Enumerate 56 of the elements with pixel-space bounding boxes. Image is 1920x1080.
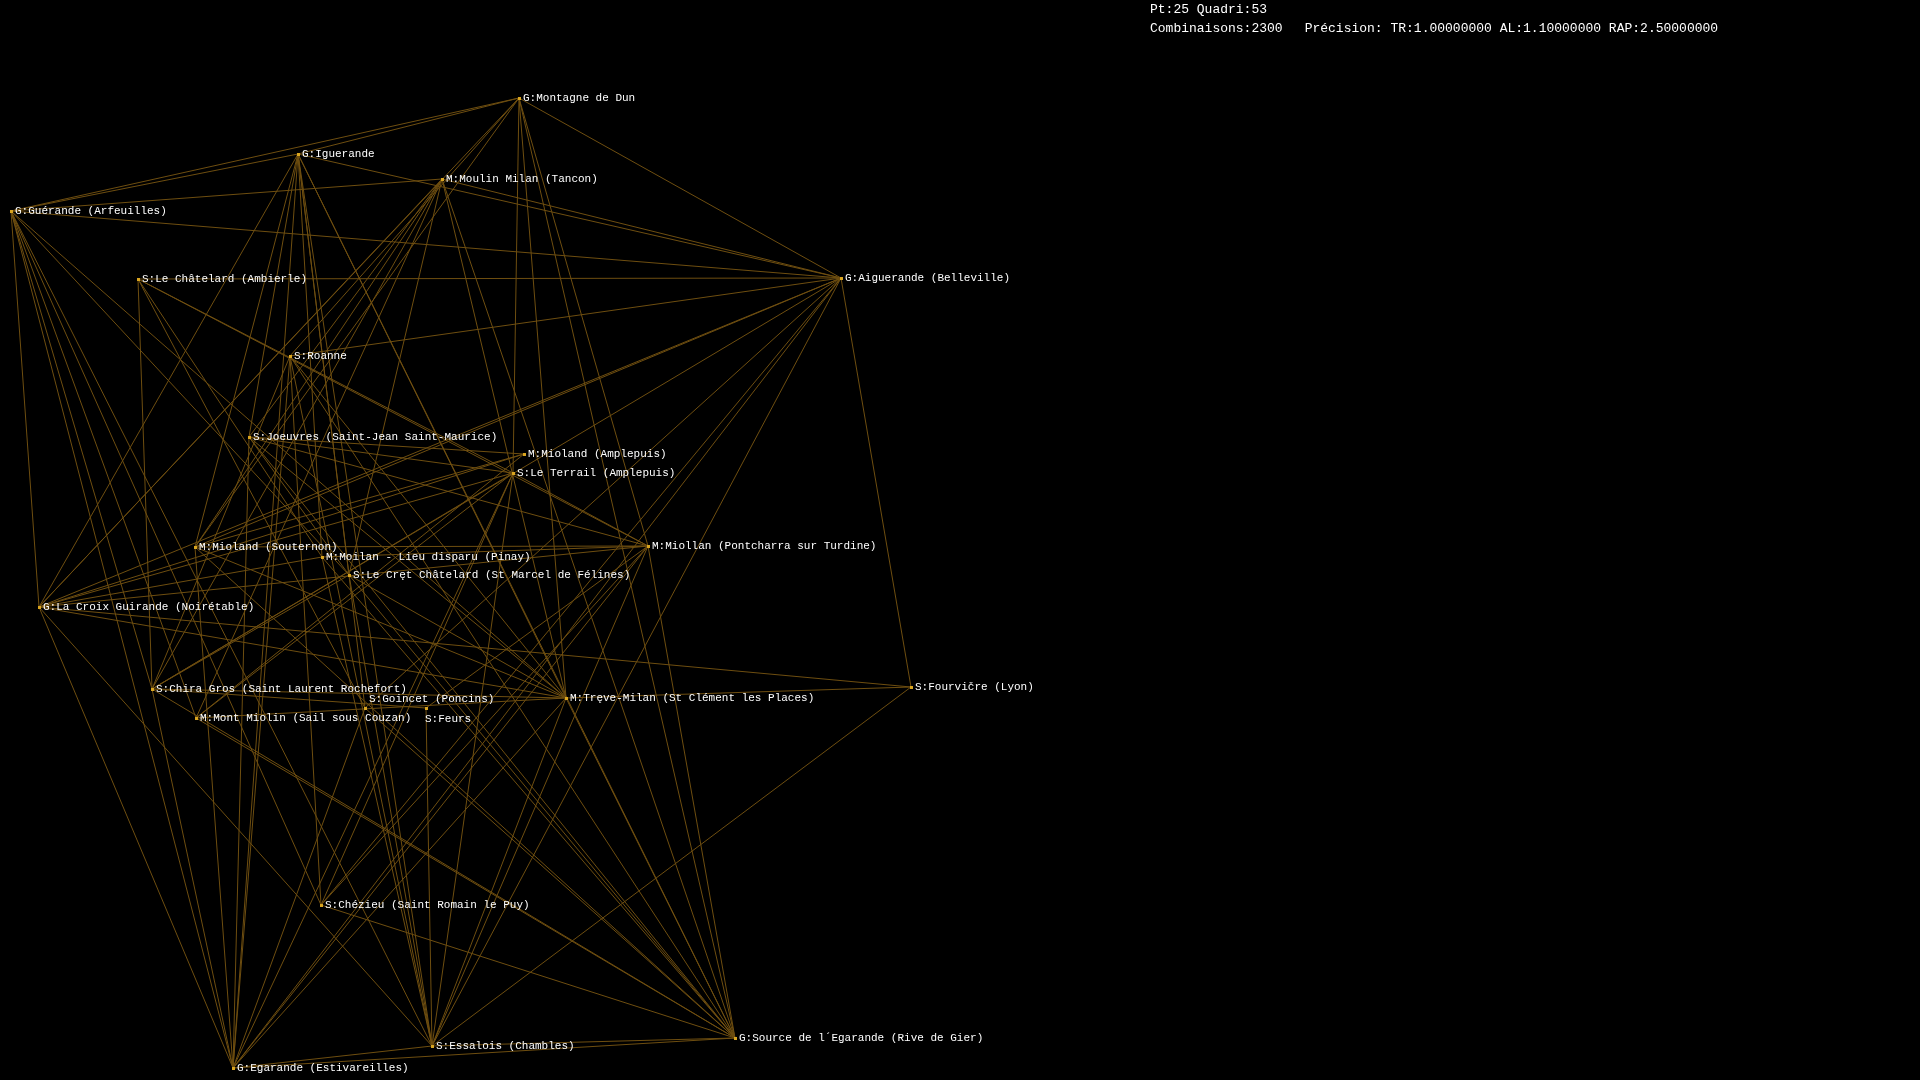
- connector-line: [431, 686, 912, 1047]
- connector-line: [248, 436, 350, 576]
- site-name: M:Mioland (Souternon): [199, 540, 338, 553]
- stats-text: Précision: TR:1.00000000 AL:1.10000000 RAP:2.50000000: [1304, 21, 1719, 36]
- connector-line: [320, 545, 649, 906]
- site-name: S:Feurs: [425, 712, 472, 726]
- connector-line: [38, 606, 234, 1069]
- connector-line: [232, 697, 567, 1069]
- site-name: S:Goincet (Poncins): [369, 693, 495, 706]
- connector-line: [348, 178, 443, 576]
- connector-line: [248, 436, 567, 699]
- connector-line: [10, 178, 443, 212]
- connector-line: [232, 1037, 736, 1069]
- connector-line: [840, 277, 912, 688]
- site-name: G:Montagne de Dun: [523, 91, 636, 105]
- connector-line: [195, 697, 567, 719]
- site-name: M:Tręve-Milan (St Clément les Places): [570, 691, 815, 705]
- connector-line: [38, 178, 443, 608]
- connector-line: [38, 606, 433, 1047]
- stats-text: Combinaisons:2300: [1150, 21, 1283, 36]
- site-name: S:Chézieu (Saint Romain le Puy): [325, 898, 530, 912]
- site-name: S:Joeuvres (Saint-Jean Saint-Maurice): [253, 430, 498, 444]
- site-name: M:Mont Miolin (Sail sous Couzan): [200, 711, 412, 725]
- connector-line: [518, 97, 842, 279]
- site-name: S:Chira Gros (Saint Laurent Rochefort): [156, 682, 407, 695]
- connector-line: [151, 688, 427, 709]
- connector-line: [348, 574, 567, 699]
- site-name: G:Source de l´Egarande (Rive de Gier): [739, 1031, 984, 1045]
- site-name: S:Le Cręt Châtelard (St Marcel de Félines): [353, 568, 631, 582]
- site-name: M:Miollan (Pontcharra sur Turdine): [652, 539, 877, 553]
- site-name: G:Iguerande: [302, 147, 375, 161]
- site-name: S:Le Châtelard (Ambierle): [142, 272, 308, 286]
- connector-line: [364, 277, 842, 709]
- connector-line: [512, 97, 520, 474]
- stats-text: Pt:25 Quadri:53: [1150, 3, 1268, 17]
- connector-line: [248, 436, 525, 455]
- connector-line: [289, 355, 567, 699]
- site-name: M:Mioland (Amplepuis): [528, 447, 667, 461]
- connector-line: [425, 545, 649, 709]
- connector-line: [151, 355, 291, 690]
- site-name: G:Guérande (Arfeuilles): [15, 204, 167, 218]
- site-name: G:Egarande (Estivareilles): [237, 1061, 409, 1075]
- site-name: S:Essalois (Chambles): [436, 1039, 575, 1053]
- connector-line: [137, 278, 153, 690]
- site-name: M:Moilan - Lieu disparu (Pinay): [326, 551, 531, 564]
- site-name: S:Fourvičre (Lyon): [915, 680, 1034, 694]
- site-name: G:Aiguerande (Belleville): [845, 271, 1011, 285]
- connector-line: [321, 545, 649, 558]
- connector-line: [512, 472, 649, 547]
- connector-line: [137, 278, 323, 558]
- site-name: S:Roanne: [294, 349, 347, 363]
- site-name: S:Le Terrail (Amplepuis): [517, 466, 676, 480]
- connector-line: [565, 686, 912, 699]
- site-name: G:La Croix Guirande (Noirétable): [43, 600, 255, 614]
- connector-line: [647, 545, 736, 1039]
- site-name: M:Moulin Milan (Tancon): [446, 172, 598, 186]
